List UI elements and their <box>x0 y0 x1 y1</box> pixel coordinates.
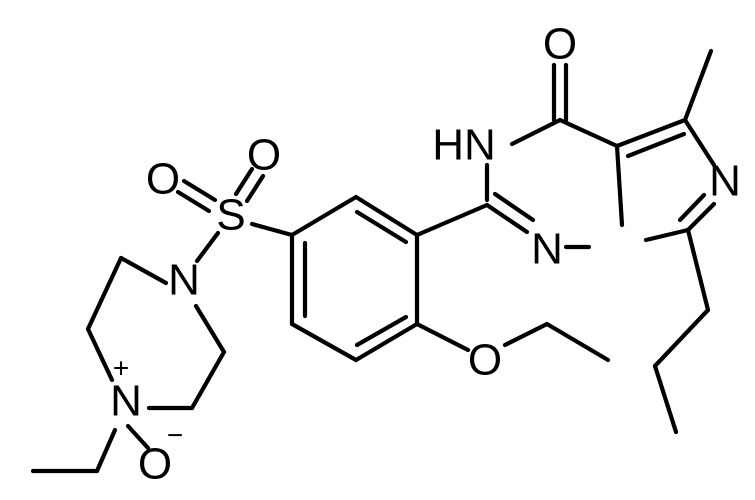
bond-bz-2 <box>289 194 359 238</box>
atom-o-sulfonyl-2: O <box>247 131 281 180</box>
bond-propyl-3 <box>652 363 679 435</box>
bond-c4a-n1 <box>614 143 625 228</box>
atom-n-triazine: N <box>531 225 563 274</box>
bond-s-o2-a <box>233 166 255 197</box>
charge-minus: − <box>167 419 183 450</box>
atom-n-imidazole: N <box>709 157 741 206</box>
bond-s-o1-a <box>181 178 218 203</box>
bond-bz-1 <box>353 194 420 238</box>
bonds <box>30 48 717 474</box>
bond-propyl-1 <box>685 227 711 313</box>
bond-bz-5 <box>353 321 420 363</box>
bond-nox-ethyl-1 <box>94 427 118 474</box>
bond-s-o2-b <box>244 173 266 204</box>
bond-bz-5-inner <box>354 314 409 348</box>
bond-pip-3 <box>85 326 115 383</box>
atom-n-oxide: N <box>110 377 142 426</box>
bond-nox-o <box>125 423 151 451</box>
atom-labels: O HN N N S O O N N + O O − <box>110 20 741 489</box>
bond-ether-o-ch2 <box>502 321 550 348</box>
bond-c3-n2-b <box>492 191 536 223</box>
bond-ether-c-o <box>414 321 471 353</box>
bond-pip-5 <box>189 349 227 411</box>
atom-s: S <box>216 191 245 240</box>
bond-s-o1-b <box>175 189 212 214</box>
bond-n6-c7-b <box>677 192 707 223</box>
bond-c5-methyl <box>682 48 714 123</box>
bond-pip-1 <box>118 255 169 286</box>
bond-c4-c4a <box>557 117 620 149</box>
bond-bz-4 <box>289 321 359 363</box>
bond-c4a-c5-b <box>625 131 687 159</box>
bond-ether-ch2-ch3 <box>544 321 611 363</box>
bond-c5-n6 <box>682 117 717 168</box>
atom-n-piperazine: N <box>168 256 200 305</box>
bond-phenyl-s <box>249 221 295 238</box>
bond-c3-n2-a <box>484 202 530 235</box>
bond-c4-nh <box>509 117 563 147</box>
bond-s-npip <box>194 230 221 264</box>
charge-plus: + <box>113 352 129 383</box>
atom-o-oxide: O <box>138 440 172 489</box>
bond-pip-6 <box>193 303 227 355</box>
bond-c7-n1 <box>643 227 691 243</box>
atom-o-sulfonyl-1: O <box>146 155 180 204</box>
bond-c4a-c5-a <box>614 117 688 149</box>
bond-bz-1-inner <box>354 209 409 245</box>
bond-pip-2 <box>85 255 124 332</box>
atom-o-ether: O <box>468 336 502 385</box>
atom-o-carbonyl: O <box>543 20 577 69</box>
bond-n6-c7-a <box>685 201 717 233</box>
atom-nh: HN <box>432 121 496 170</box>
bond-propyl-2 <box>652 307 711 369</box>
bond-c3-phenyl <box>414 202 490 238</box>
